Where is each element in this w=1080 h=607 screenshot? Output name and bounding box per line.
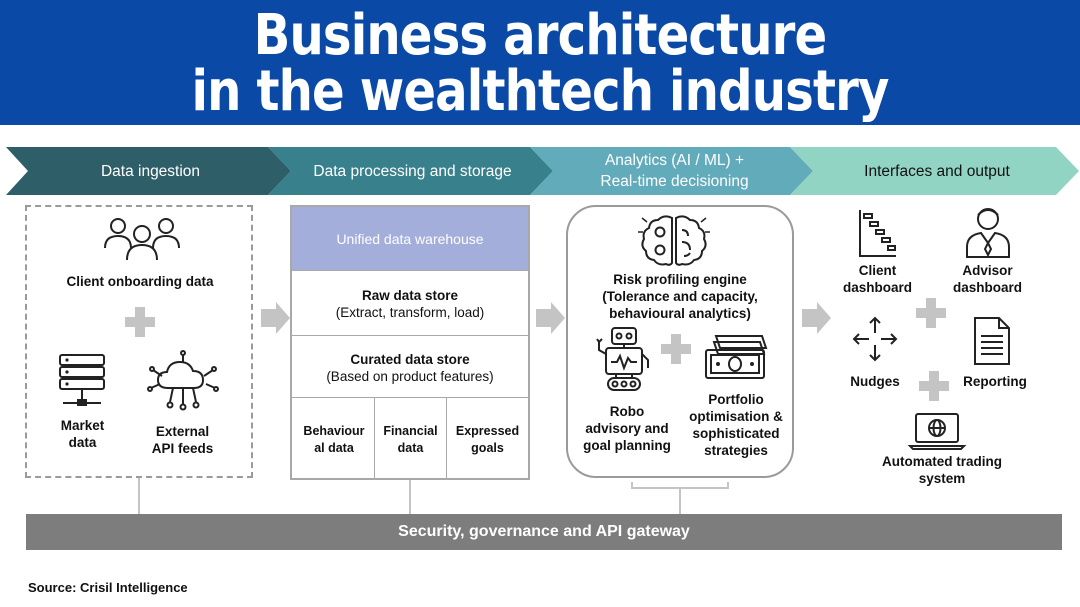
client-onboarding-label: Client onboarding data (66, 274, 214, 289)
chevron-interfaces (790, 147, 1079, 195)
advisor-dashboard-label: Advisor dashboard (952, 263, 1022, 295)
divider (292, 335, 528, 336)
portfolio-optimisation-label: Portfolio optimisation & sophisticated s… (689, 392, 783, 458)
brain-gear-icon (638, 215, 710, 266)
behavioural-data-label: Behaviour al data (303, 424, 365, 455)
flow-arrow-3 (802, 302, 831, 334)
curated-data-store-subtitle: (Based on product features) (326, 369, 494, 384)
arrows-icon (852, 316, 898, 362)
page-title-line1: Business architecture (253, 3, 828, 68)
client-dashboard-label: Client dashboard (842, 263, 912, 295)
gantt-chart-icon (859, 210, 896, 257)
market-data-label: Market data (60, 418, 105, 450)
title-banner (0, 0, 1080, 125)
divider (292, 270, 528, 271)
data-ingestion-box (25, 205, 253, 478)
divider (446, 397, 447, 478)
external-api-label: External API feeds (151, 424, 214, 456)
unified-data-warehouse-header: Unified data warehouse (292, 207, 528, 271)
analytics-box (566, 205, 794, 478)
stage-label-data-ingestion: Data ingestion (100, 162, 201, 180)
stage-label-analytics-line1: Analytics (AI / ML) + (604, 152, 745, 169)
stage-label-analytics: Analytics (AI / ML) + Real-time decision… (552, 147, 797, 195)
stage-label-data-processing: Data processing and storage (313, 162, 512, 180)
chevron-data-ingestion (6, 147, 291, 195)
raw-data-store-subtitle: (Extract, transform, load) (335, 305, 485, 320)
expressed-goals-label: Expressed goals (455, 424, 520, 455)
document-icon (974, 317, 1010, 365)
stage-label-interfaces: Interfaces and output (864, 162, 1010, 180)
plus-icon (125, 307, 155, 337)
plus-icon (916, 298, 946, 328)
nudges-label: Nudges (850, 374, 900, 389)
data-warehouse-box: Unified data warehouse (290, 205, 530, 480)
cloud-network-icon (147, 350, 219, 411)
chevron-analytics (530, 147, 813, 195)
risk-profiling-label: Risk profiling engine (Tolerance and cap… (602, 272, 758, 321)
plus-icon (661, 334, 691, 364)
financial-data-label: Financial data (383, 424, 438, 455)
curated-data-store-title: Curated data store (350, 352, 470, 367)
robo-advisory-label: Robo advisory and goal planning (583, 404, 671, 453)
stage-label-analytics-line2: Real-time decisioning (600, 173, 749, 190)
security-gateway-bar: Security, governance and API gateway (26, 514, 1062, 550)
flow-arrow-2 (536, 302, 565, 334)
reporting-label: Reporting (963, 374, 1027, 389)
plus-icon (919, 371, 949, 401)
advisor-person-icon (966, 208, 1010, 258)
divider (374, 397, 375, 478)
robot-icon (596, 327, 649, 391)
chevron-data-processing (268, 147, 553, 195)
page-title-line2: in the wealthtech industry (191, 59, 889, 124)
automated-trading-label: Automated trading system (882, 454, 1002, 486)
source-note: Source: Crisil Intelligence (28, 580, 188, 595)
laptop-globe-icon (907, 413, 967, 450)
server-icon (59, 354, 105, 406)
flow-arrow-1 (261, 302, 290, 334)
divider (292, 397, 528, 398)
raw-data-store-title: Raw data store (361, 288, 459, 303)
money-icon (705, 335, 768, 379)
people-icon (104, 218, 180, 261)
